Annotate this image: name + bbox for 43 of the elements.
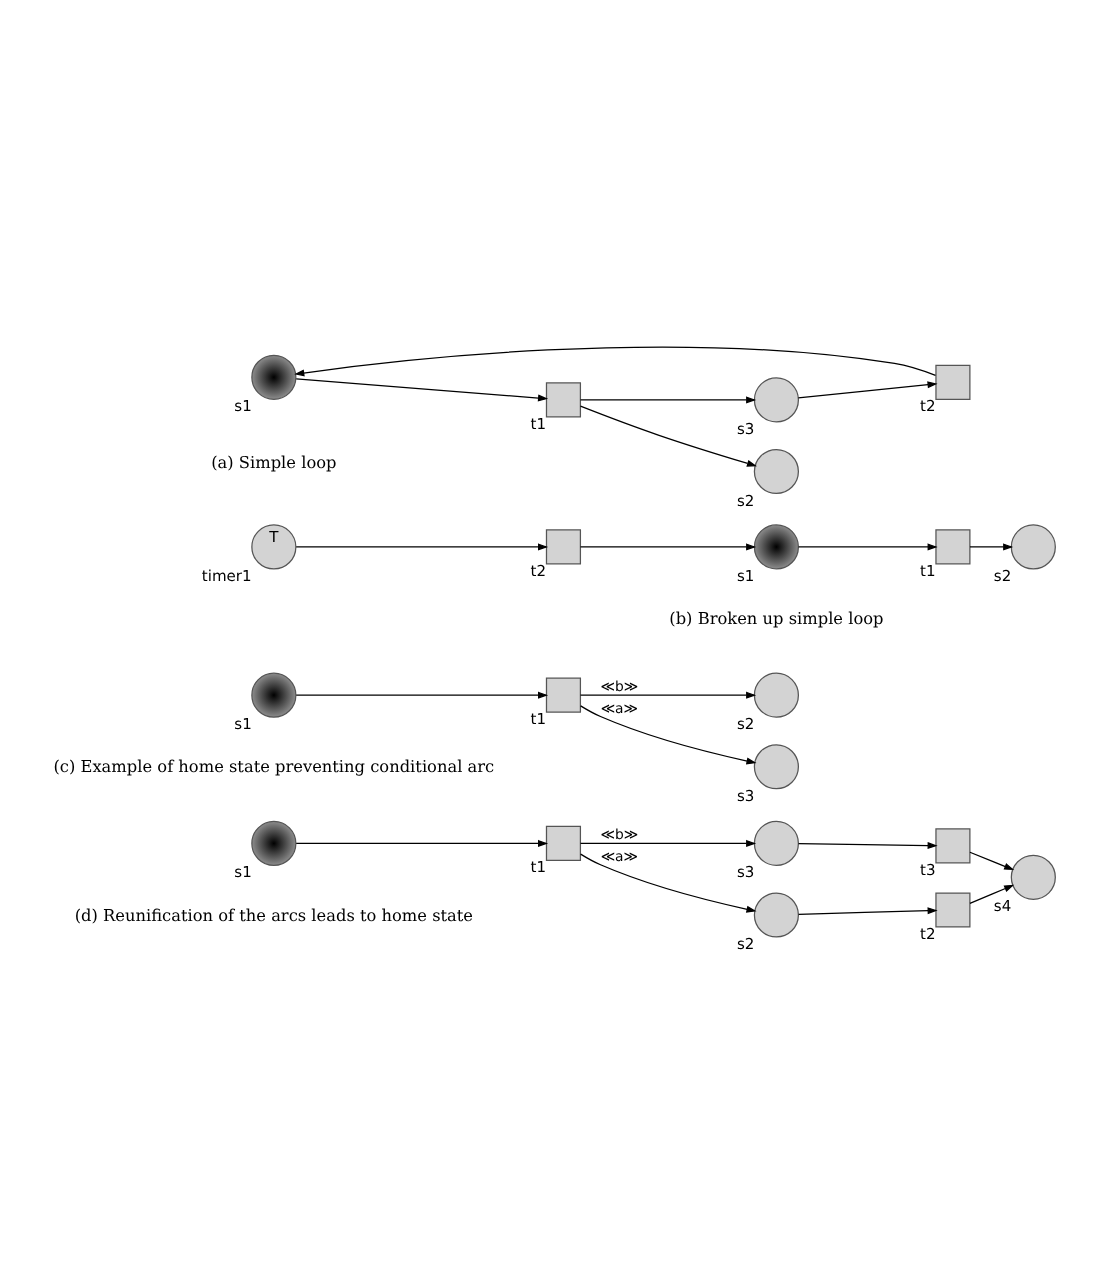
node-circle	[753, 820, 799, 866]
label: (c) Example of home state preventing conditional arc	[53, 756, 495, 777]
node-token	[753, 524, 799, 570]
arrow	[295, 378, 549, 402]
node-circle	[753, 892, 799, 938]
arrow	[579, 839, 757, 847]
arrow	[579, 543, 757, 551]
arrow	[295, 543, 549, 551]
arrow	[580, 853, 757, 913]
node-box	[545, 529, 582, 565]
arrow	[969, 884, 1015, 904]
node-circle	[753, 377, 799, 423]
label: (b) Broken up simple loop	[669, 608, 884, 629]
arrow	[969, 543, 1014, 551]
arrow	[969, 851, 1015, 871]
node-box	[545, 382, 582, 418]
arrow	[579, 405, 757, 467]
node-box	[545, 825, 582, 861]
node-circle	[753, 672, 799, 718]
node-token	[251, 354, 297, 400]
arrow	[797, 381, 938, 399]
label: (a) Simple loop	[211, 452, 337, 473]
arrow	[798, 543, 938, 551]
node-token	[251, 820, 297, 866]
arrow	[798, 907, 938, 916]
node-circle	[1010, 854, 1056, 900]
node-box	[935, 364, 971, 400]
arrow	[294, 346, 937, 377]
arrow	[798, 842, 938, 850]
label: (d) Reunification of the arcs leads to home state	[74, 904, 474, 925]
node-box	[935, 892, 971, 928]
node-box	[935, 828, 971, 864]
node-circle	[753, 744, 799, 790]
arrow	[580, 705, 757, 765]
node-box	[545, 677, 582, 713]
node-box	[935, 529, 971, 565]
arrow	[295, 839, 549, 847]
node-circle	[753, 448, 799, 495]
arrow	[579, 691, 757, 699]
node-token	[251, 672, 297, 718]
node-circle	[1010, 524, 1056, 570]
arrow	[295, 691, 549, 699]
arrow	[579, 396, 757, 404]
